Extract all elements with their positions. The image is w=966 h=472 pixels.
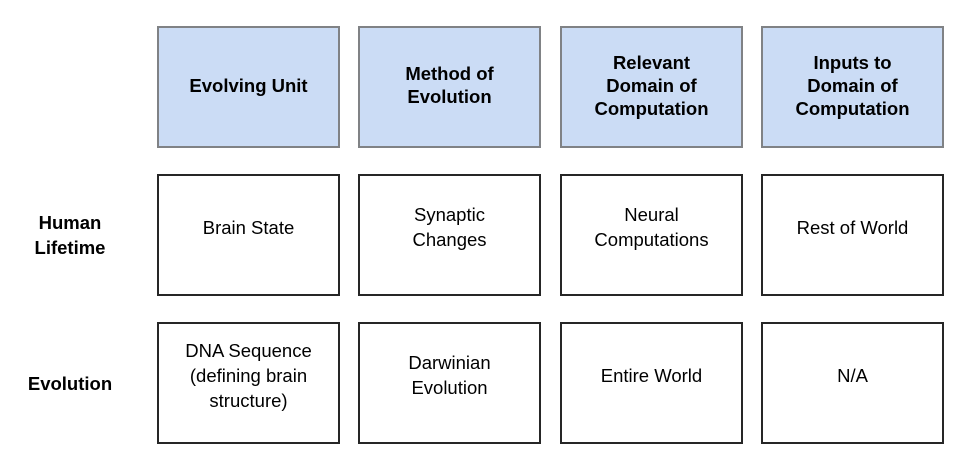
column-header-label: Relevant Domain of Computation xyxy=(594,51,709,119)
column-header-label: Evolving Unit xyxy=(189,74,308,96)
table-cell-text: Darwinian Evolution xyxy=(408,352,491,398)
table-cell-text: Synaptic Changes xyxy=(412,204,487,250)
table-cell-evolution-method-of-evolution: Darwinian Evolution xyxy=(358,322,541,444)
column-header-label: Method of Evolution xyxy=(405,63,494,107)
column-header-relevant-domain-of-computation: Relevant Domain of Computation xyxy=(560,26,743,148)
table-cell-text: Entire World xyxy=(600,364,703,386)
column-header-evolving-unit: Evolving Unit xyxy=(157,26,340,148)
row-label-text: Evolution xyxy=(27,372,113,394)
table-cell-evolution-inputs-to-domain-of-computation: N/A xyxy=(761,322,944,444)
column-header-label: Inputs to Domain of Computation xyxy=(795,51,910,119)
table-cell-text: N/A xyxy=(837,364,868,386)
table-cell-evolution-relevant-domain-of-computation: Entire World xyxy=(560,322,743,444)
table-cell-human-lifetime-method-of-evolution: Synaptic Changes xyxy=(358,174,541,296)
table-cell-text: Neural Computations xyxy=(594,204,709,250)
table-cell-text: Brain State xyxy=(202,216,295,238)
table-cell-evolution-evolving-unit: DNA Sequence (defining brain structure) xyxy=(157,322,340,444)
table-cell-text: Rest of World xyxy=(796,216,909,238)
table-cell-human-lifetime-evolving-unit: Brain State xyxy=(157,174,340,296)
table-cell-human-lifetime-relevant-domain-of-computation: Neural Computations xyxy=(560,174,743,296)
column-header-inputs-to-domain-of-computation: Inputs to Domain of Computation xyxy=(761,26,944,148)
column-header-method-of-evolution: Method of Evolution xyxy=(358,26,541,148)
table-cell-human-lifetime-inputs-to-domain-of-computation: Rest of World xyxy=(761,174,944,296)
row-label-human-lifetime: Human Lifetime xyxy=(0,174,140,296)
table-cell-text: DNA Sequence (defining brain structure) xyxy=(185,339,312,411)
row-label-evolution: Evolution xyxy=(0,322,140,444)
row-label-text: Human Lifetime xyxy=(34,212,106,258)
